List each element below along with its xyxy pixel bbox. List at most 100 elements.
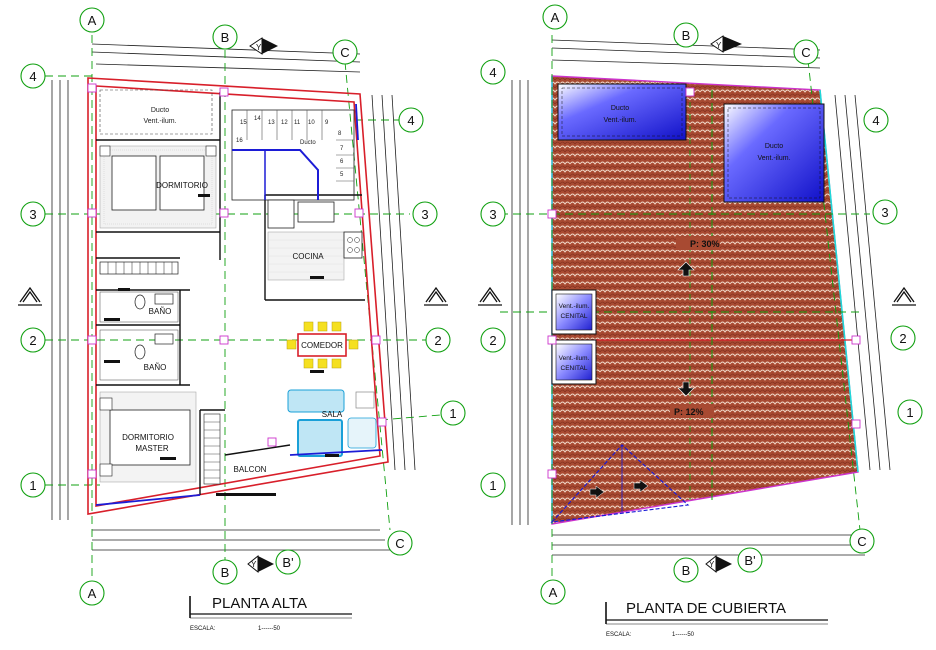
grid-label-3-left: 3 xyxy=(29,207,36,222)
grid-label-c-top-right: C xyxy=(801,45,810,60)
grid-label-a-top-left: A xyxy=(88,13,97,28)
stair-step-10: 10 xyxy=(308,120,315,126)
column-markers-right xyxy=(547,87,861,479)
grid-1-left xyxy=(20,472,46,498)
planta-cubierta-title-block: PLANTA DE CUBIERTA ESCALA: 1------50 xyxy=(605,600,828,638)
ducto-label: Ducto xyxy=(151,107,169,114)
planta-cubierta-plan: Ducto Vent.-ilum. Ducto Vent.-ilum. Vent… xyxy=(500,35,891,638)
cenital-skylight-1: Vent.-ilum. CENITAL xyxy=(551,289,597,335)
sala-label: SALA xyxy=(322,410,343,419)
grid-label-c-bottom-left: C xyxy=(395,536,404,551)
stair-step-13: 13 xyxy=(268,120,275,126)
grid-label-b-top-right: B xyxy=(682,28,691,43)
grid-label-a-top-right: A xyxy=(551,10,560,25)
section-arrow-left-outer xyxy=(18,286,42,306)
ducto-box-2: Ducto Vent.-ilum. xyxy=(723,103,825,203)
cenital-skylight-2: Vent.-ilum. CENITAL xyxy=(551,339,597,385)
grid-c-bottom-left xyxy=(387,530,413,556)
grid-label-4-right: 4 xyxy=(872,113,879,128)
grid-label-2-right: 2 xyxy=(899,331,906,346)
stair-step-8: 8 xyxy=(338,131,342,137)
roof-edge-cyan xyxy=(819,89,859,473)
section-b-prime-marker-right: Y B' xyxy=(705,547,763,574)
grid-label-1-left-of-right: 1 xyxy=(489,478,496,493)
stair-step-7: 7 xyxy=(340,146,344,152)
annotation-tags-left xyxy=(104,194,339,496)
planta-cubierta-scale-value: 1------50 xyxy=(672,632,695,638)
grid-4-right xyxy=(863,107,889,133)
axis-lines-left xyxy=(45,35,441,580)
exterior-walls-left xyxy=(87,77,389,515)
grid-b-top-right xyxy=(673,22,699,48)
grid-2-right-of-left xyxy=(425,327,451,353)
grid-label-1-left: 1 xyxy=(29,478,36,493)
cocina-label: COCINA xyxy=(292,252,324,261)
grid-c-bottom-right xyxy=(849,528,875,554)
stair-step-16: 16 xyxy=(236,138,243,144)
dormitorio-master-room: DORMITORIO MASTER xyxy=(99,391,197,483)
section-b-marker-top-left: Y xyxy=(249,37,278,55)
dormitorio-master-label-2: MASTER xyxy=(135,444,169,453)
vent-label: Vent.-ilum. xyxy=(143,118,176,125)
column-markers-left xyxy=(87,83,387,479)
grid-label-a-bottom-left: A xyxy=(88,586,97,601)
cocina-room: COCINA xyxy=(267,199,363,281)
grid-label-2-left-of-right: 2 xyxy=(489,333,496,348)
ducto-left-area: Ducto Vent.-ilum. xyxy=(99,89,213,135)
slope-indicator-down: P: 12% xyxy=(670,381,714,418)
y-label-top-right: Y xyxy=(716,41,722,50)
section-cut-arrows xyxy=(18,286,916,306)
grid-4-right-of-left xyxy=(398,107,424,133)
cenital-1-label-b: CENITAL xyxy=(561,313,588,320)
grid-label-3-right-of-left: 3 xyxy=(421,207,428,222)
arrow-down-icon xyxy=(677,381,695,397)
grid-label-4-right-of-left: 4 xyxy=(407,113,414,128)
section-arrow-right-outer-right xyxy=(892,286,916,306)
section-arrow-right-outer-left xyxy=(478,286,502,306)
grid-label-2-left: 2 xyxy=(29,333,36,348)
comedor-label: COMEDOR xyxy=(301,341,343,350)
grid-label-b-prime-left: B' xyxy=(282,555,293,570)
balcon-area: BALCON xyxy=(203,413,267,485)
arrow-up-icon xyxy=(677,261,695,277)
section-markers: Y Y Y B' Y B' xyxy=(247,35,763,575)
planta-alta-plan: Ducto Vent.-ilum. 15 14 13 12 xyxy=(45,35,441,632)
grid-3-left-of-right xyxy=(480,201,506,227)
cenital-2-label-a: Vent.-ilum. xyxy=(559,355,590,362)
grid-label-3-left-of-right: 3 xyxy=(489,207,496,222)
grid-label-c-top-left: C xyxy=(340,45,349,60)
ducto-1-label: Ducto xyxy=(611,105,629,112)
grid-c-top-right xyxy=(793,39,819,65)
grid-label-b-bottom-right: B xyxy=(682,563,691,578)
dormitorio-master-label-1: DORMITORIO xyxy=(122,433,174,442)
section-b-marker-top-right: Y xyxy=(710,35,742,53)
grid-label-1-right-of-left: 1 xyxy=(449,406,456,421)
grid-c-top-left xyxy=(332,39,358,65)
grid-a-top-right xyxy=(542,4,568,30)
grid-label-1-right: 1 xyxy=(906,405,913,420)
cenital-2-label-b: CENITAL xyxy=(561,365,588,372)
stair-step-6: 6 xyxy=(340,159,344,165)
grid-a-bottom-left xyxy=(79,580,105,606)
grid-2-left-of-right xyxy=(480,327,506,353)
grid-2-left xyxy=(20,327,46,353)
planta-alta-title-block: PLANTA ALTA ESCALA: 1------50 xyxy=(189,595,352,632)
dimension-lines-right xyxy=(511,39,891,556)
planta-cubierta-title: PLANTA DE CUBIERTA xyxy=(626,600,786,617)
dormitorio-label: DORMITORIO xyxy=(156,181,208,190)
stair-step-11: 11 xyxy=(294,120,301,126)
grid-label-b-top-left: B xyxy=(221,30,230,45)
grid-label-b-prime-right: B' xyxy=(744,553,755,568)
grid-1-right-of-left xyxy=(440,400,466,426)
grid-label-c-bottom-right: C xyxy=(857,534,866,549)
slope-30-label: P: 30% xyxy=(690,239,720,249)
vent-2-label: Vent.-ilum. xyxy=(757,155,790,162)
sala-area: SALA xyxy=(287,389,377,457)
planta-alta-title: PLANTA ALTA xyxy=(212,595,307,612)
bano-rooms: BAÑO BAÑO xyxy=(99,291,179,381)
bano-2-label: BAÑO xyxy=(144,363,167,372)
grid-a-bottom-right xyxy=(540,579,566,605)
stair-step-5: 5 xyxy=(340,172,344,178)
grid-label-2-right-of-left: 2 xyxy=(434,333,441,348)
balcon-label: BALCON xyxy=(234,465,267,474)
